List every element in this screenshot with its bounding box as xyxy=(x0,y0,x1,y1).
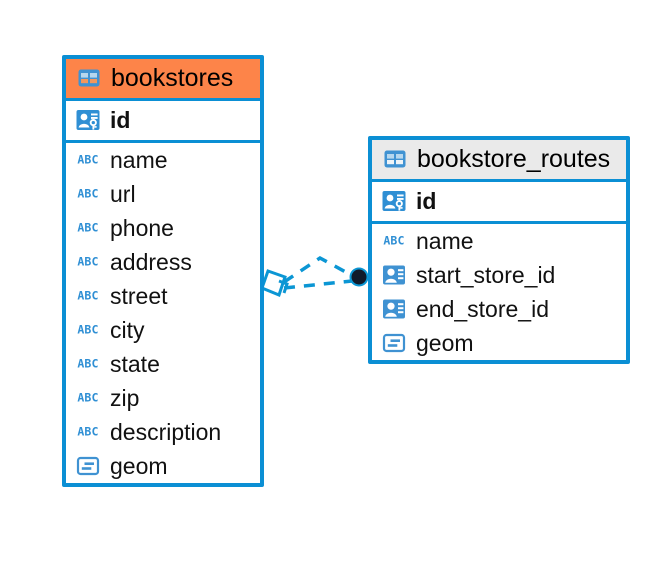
field-label: end_store_id xyxy=(416,295,549,322)
text-abc-icon: ABC xyxy=(77,255,98,269)
field-row-geom[interactable]: geom xyxy=(66,449,260,483)
entity-name-label: bookstores xyxy=(111,63,234,92)
field-row-description[interactable]: ABC description xyxy=(66,415,260,449)
svg-text:ABC: ABC xyxy=(77,289,98,303)
field-row-start-store-id[interactable]: start_store_id xyxy=(372,258,626,292)
field-label: geom xyxy=(110,452,168,479)
entity-name-label: bookstore_routes xyxy=(417,144,611,173)
field-row-geom[interactable]: geom xyxy=(372,326,626,360)
field-row-end-store-id[interactable]: end_store_id xyxy=(372,292,626,326)
field-row-url[interactable]: ABC url xyxy=(66,177,260,211)
field-row-name[interactable]: ABC name xyxy=(372,224,626,258)
text-abc-icon: ABC xyxy=(77,187,98,201)
table-icon xyxy=(78,69,100,87)
svg-text:ABC: ABC xyxy=(77,221,98,235)
field-label: geom xyxy=(416,329,474,356)
text-abc-icon: ABC xyxy=(383,234,404,248)
relationship-line-lower[interactable] xyxy=(283,279,353,290)
text-abc-icon: ABC xyxy=(77,357,98,371)
svg-text:ABC: ABC xyxy=(77,153,98,167)
field-label: id xyxy=(416,187,437,214)
svg-text:ABC: ABC xyxy=(77,357,98,371)
text-abc-icon: ABC xyxy=(77,289,98,303)
foreign-key-icon xyxy=(383,299,405,319)
field-row-id[interactable]: id xyxy=(66,101,260,140)
entity-header-bookstores[interactable]: bookstores xyxy=(66,59,260,98)
field-row-id[interactable]: id xyxy=(372,182,626,221)
field-label: name xyxy=(110,146,168,173)
text-abc-icon: ABC xyxy=(77,221,98,235)
svg-text:ABC: ABC xyxy=(77,255,98,269)
text-abc-icon: ABC xyxy=(77,391,98,405)
svg-text:ABC: ABC xyxy=(77,323,98,337)
foreign-key-icon xyxy=(383,265,405,285)
text-abc-icon: ABC xyxy=(77,153,98,167)
field-row-name[interactable]: ABC name xyxy=(66,143,260,177)
field-row-city[interactable]: ABC city xyxy=(66,313,260,347)
text-abc-icon: ABC xyxy=(77,323,98,337)
field-label: url xyxy=(110,180,136,207)
primary-key-icon xyxy=(382,191,406,211)
field-label: name xyxy=(416,227,474,254)
entity-table-bookstore-routes[interactable]: bookstore_routes id ABC name start_store_i… xyxy=(368,136,630,364)
field-label: state xyxy=(110,350,160,377)
relationship-target-circle-marker[interactable] xyxy=(349,267,369,287)
field-label: address xyxy=(110,248,192,275)
field-row-address[interactable]: ABC address xyxy=(66,245,260,279)
field-label: phone xyxy=(110,214,174,241)
primary-key-section: id xyxy=(372,179,626,224)
svg-text:ABC: ABC xyxy=(77,391,98,405)
relationship-source-rhombus-marker[interactable] xyxy=(260,269,289,297)
geometry-icon xyxy=(76,456,100,476)
primary-key-icon xyxy=(76,110,100,130)
field-label: street xyxy=(110,282,168,309)
field-label: start_store_id xyxy=(416,261,556,288)
table-icon xyxy=(384,150,406,168)
svg-text:ABC: ABC xyxy=(77,425,98,439)
field-label: zip xyxy=(110,384,140,411)
geometry-icon xyxy=(382,333,406,353)
field-label: id xyxy=(110,106,131,133)
field-row-state[interactable]: ABC state xyxy=(66,347,260,381)
field-label: city xyxy=(110,316,145,343)
svg-text:ABC: ABC xyxy=(77,187,98,201)
field-row-phone[interactable]: ABC phone xyxy=(66,211,260,245)
text-abc-icon: ABC xyxy=(77,425,98,439)
entity-header-bookstore-routes[interactable]: bookstore_routes xyxy=(372,140,626,179)
field-row-street[interactable]: ABC street xyxy=(66,279,260,313)
primary-key-section: id xyxy=(66,98,260,143)
svg-text:ABC: ABC xyxy=(383,234,404,248)
field-row-zip[interactable]: ABC zip xyxy=(66,381,260,415)
field-label: description xyxy=(110,418,222,445)
relationship-line-upper[interactable] xyxy=(283,255,354,284)
